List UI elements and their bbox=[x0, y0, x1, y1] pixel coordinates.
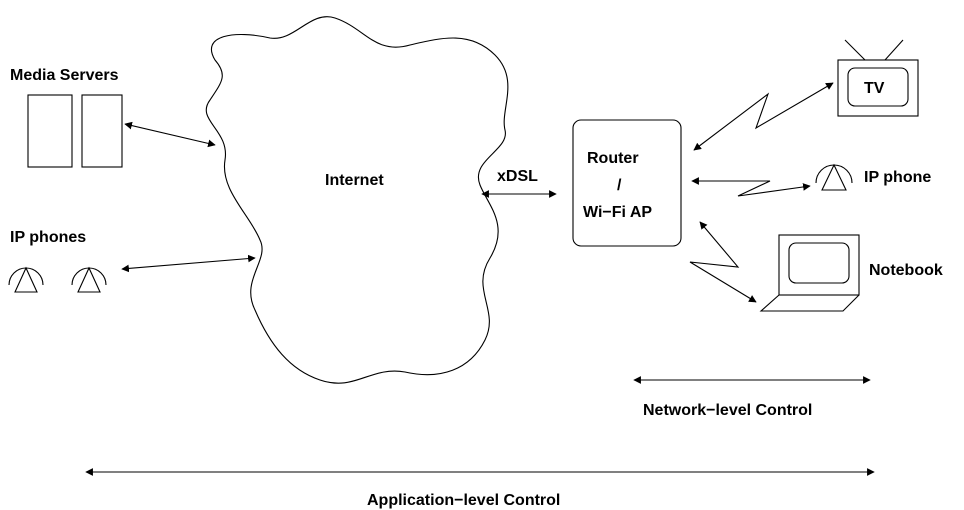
internet-label: Internet bbox=[325, 172, 384, 189]
ip-phone-wireless-link bbox=[691, 177, 811, 197]
router-slash-label: / bbox=[617, 177, 622, 194]
ip-phone-right-icon bbox=[815, 163, 853, 191]
application-control-label: Application−level Control bbox=[367, 492, 560, 509]
ip-phone-icon-1 bbox=[8, 266, 44, 293]
media-servers-label: Media Servers bbox=[10, 67, 119, 84]
notebook-label: Notebook bbox=[869, 262, 943, 279]
ip-phone-label: IP phone bbox=[864, 169, 931, 186]
media-server-2 bbox=[81, 94, 123, 168]
network-control-label: Network−level Control bbox=[643, 402, 812, 419]
router-label: Router bbox=[587, 150, 639, 167]
tv-wireless-link bbox=[693, 82, 834, 151]
ip-phones-arrow bbox=[121, 254, 256, 273]
ip-phones-label: IP phones bbox=[10, 229, 86, 246]
wifi-ap-label: Wi−Fi AP bbox=[583, 204, 652, 221]
router-box bbox=[572, 119, 682, 247]
media-server-1 bbox=[27, 94, 73, 168]
tv-label: TV bbox=[864, 80, 885, 97]
media-servers-arrow bbox=[124, 121, 216, 148]
ip-phone-icon-2 bbox=[71, 266, 107, 293]
tv-icon bbox=[837, 39, 919, 117]
internet-cloud bbox=[205, 16, 509, 384]
xdsl-label: xDSL bbox=[497, 168, 538, 185]
notebook-icon bbox=[759, 234, 860, 312]
notebook-wireless-link bbox=[689, 221, 757, 303]
